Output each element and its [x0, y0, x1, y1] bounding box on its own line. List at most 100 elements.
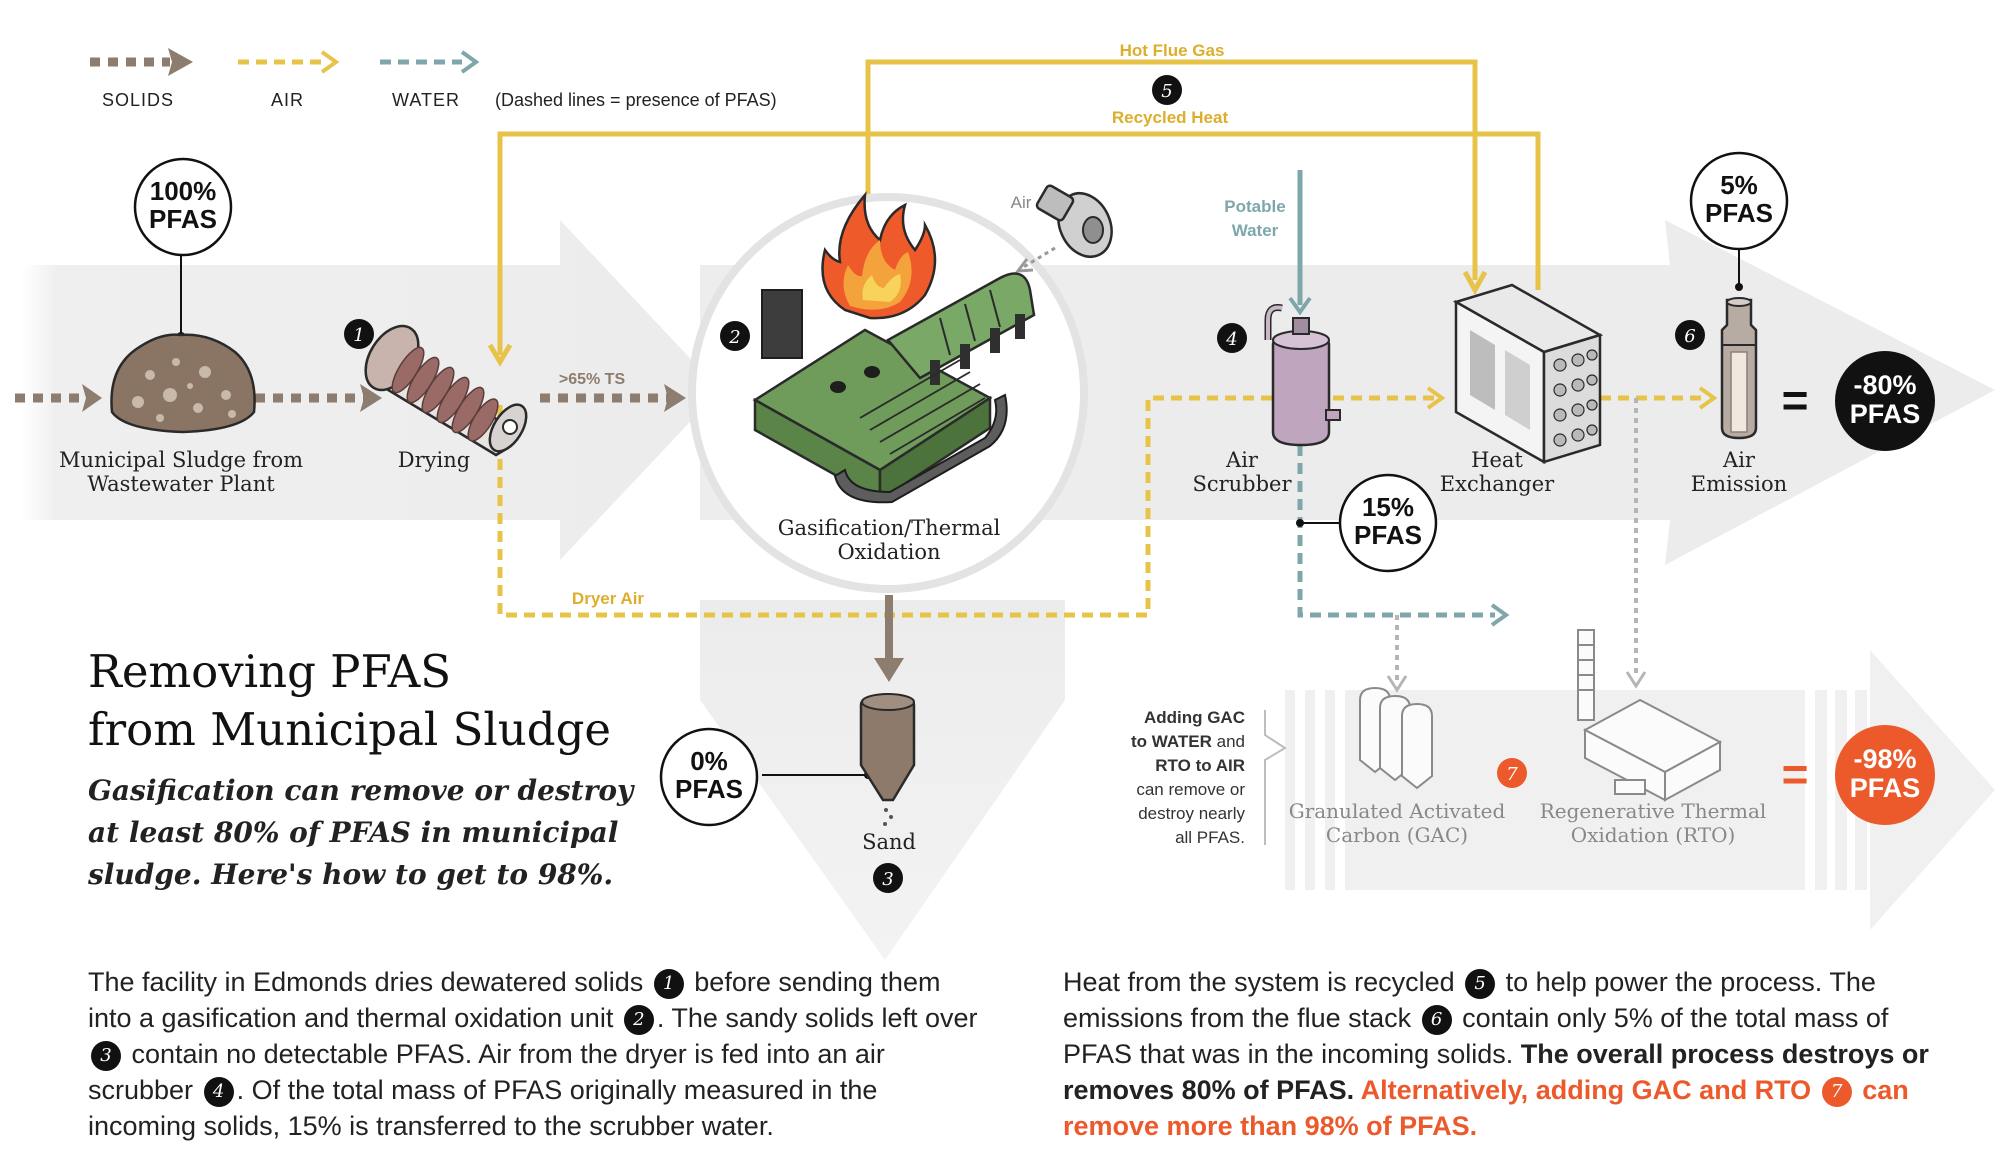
gac-note-bracket — [1264, 710, 1287, 845]
rto-label-2: Oxidation (RTO) — [1571, 823, 1736, 847]
step-4-marker — [1217, 323, 1247, 353]
gac-note-l5: destroy nearly — [1138, 804, 1245, 823]
heat-to-emission-arrow — [1698, 386, 1718, 410]
para-right-step-7: 7 — [1821, 1077, 1852, 1107]
gac-note: Adding GAC to WATER and RTO to AIR can r… — [1131, 708, 1245, 847]
step-2-number: 2 — [728, 327, 740, 348]
rto-feed-arrow — [1625, 671, 1647, 689]
drying-drum-icon — [364, 324, 528, 457]
pfas-result-badge: -80% PFAS — [1835, 351, 1935, 451]
title-line-2: from Municipal Sludge — [88, 703, 611, 756]
rto-label-1: Regenerative Thermal — [1540, 799, 1767, 823]
step-6-marker — [1675, 320, 1705, 350]
step-3-number: 3 — [882, 869, 893, 890]
emission-label-2: Emission — [1691, 472, 1787, 496]
gac-note-l6: all PFAS. — [1175, 828, 1245, 847]
air-blower-icon — [1014, 184, 1113, 273]
sand-silo-icon — [762, 693, 916, 826]
step-4-number: 4 — [1225, 329, 1237, 350]
emission-label-1: Air — [1722, 448, 1756, 472]
pfas-result-alt-unit: PFAS — [1850, 773, 1921, 803]
para-left-text-3: . The sandy solids left over — [656, 1003, 978, 1033]
hot-flue-gas-label: Hot Flue Gas — [1120, 41, 1225, 60]
gac-note-l3: RTO to AIR — [1155, 756, 1245, 775]
heat-exchanger-label-2: Exchanger — [1440, 472, 1555, 496]
gasification-label-1: Gasification/Thermal — [778, 516, 1001, 540]
emission-stack-icon — [1720, 245, 1758, 440]
potable-water-label-1: Potable — [1224, 197, 1285, 216]
para-left-step-1: 1 — [653, 969, 684, 999]
legend: SOLIDS AIR WATER (Dashed lines = presenc… — [90, 48, 777, 110]
gac-note-and: and — [1212, 732, 1245, 751]
para-left-text-4: contain no detectable PFAS. Air from the… — [88, 1039, 885, 1105]
scrubber-label-1: Air — [1225, 448, 1259, 472]
hot-flue-gas-line — [865, 59, 1488, 296]
subtitle-line-2: at least 80% of PFAS in municipal — [88, 816, 618, 849]
step-7-number: 7 — [1506, 764, 1518, 785]
sand-label: Sand — [862, 830, 916, 854]
dryer-air-arrow — [1426, 386, 1446, 410]
pfas-result-unit: PFAS — [1850, 399, 1921, 429]
step-6-number: 6 — [1684, 326, 1695, 347]
sludge-label-2: Wastewater Plant — [87, 472, 275, 496]
step-5-number: 5 — [1161, 81, 1172, 102]
pfas-badge-sand: 0% PFAS — [659, 727, 759, 827]
air-in-label: Air — [1011, 193, 1032, 212]
subtitle-line-1: Gasification can remove or destroy — [88, 774, 635, 807]
pfas-badge-scrubber: 15% PFAS — [1296, 473, 1438, 573]
main-flow-band — [20, 220, 720, 560]
dryer-air-label: Dryer Air — [572, 589, 645, 608]
pfas-sand-pct: 0% — [690, 746, 728, 776]
pfas-sludge-unit: PFAS — [149, 204, 217, 234]
gac-note-water: to WATER — [1131, 732, 1212, 751]
step-1-number: 1 — [353, 325, 364, 346]
para-right-text-1: Heat from the system is recycled — [1063, 967, 1463, 997]
explanation-right: Heat from the system is recycled 5 to he… — [1063, 964, 1963, 1144]
gac-tanks-icon — [1359, 686, 1433, 790]
gac-label-1: Granulated Activated — [1289, 799, 1506, 823]
para-left-text-5: . Of the total mass of PFAS originally m… — [88, 1075, 878, 1141]
legend-air: AIR — [271, 90, 304, 110]
step-1-marker — [344, 319, 374, 349]
legend-solids: SOLIDS — [102, 90, 174, 110]
title-line-1: Removing PFAS — [88, 645, 451, 698]
rto-unit-icon — [1577, 629, 1723, 802]
para-right-text-3: contain only 5% of the total mass of PFA… — [1063, 1003, 1889, 1069]
legend-water: WATER — [392, 90, 460, 110]
pfas-emission-unit: PFAS — [1705, 198, 1773, 228]
scrubber-water-line — [1297, 445, 1495, 618]
scrubber-label-2: Scrubber — [1192, 472, 1292, 496]
heat-exchanger-label-1: Heat — [1471, 448, 1523, 472]
pfas-scrubber-pct: 15% — [1362, 492, 1414, 522]
sludge-label-1: Municipal Sludge from — [59, 448, 303, 472]
heat-exchanger-icon — [1452, 283, 1604, 465]
pfas-badge-sludge: 100% PFAS — [133, 157, 233, 257]
subtitle-line-3: sludge. Here's how to get to 98%. — [87, 858, 613, 891]
para-right-alternative-1: Alternatively, adding GAC and RTO — [1354, 1075, 1819, 1105]
para-left-step-4: 4 — [203, 1077, 234, 1107]
equals-sign: = — [1782, 374, 1809, 426]
scrubber-water-arrow — [1490, 603, 1510, 627]
explanation-left: The facility in Edmonds dries dewatered … — [88, 964, 988, 1144]
para-right-step-6: 6 — [1421, 1005, 1452, 1035]
pfas-emission-pct: 5% — [1720, 170, 1758, 200]
legend-note: (Dashed lines = presence of PFAS) — [495, 90, 777, 110]
pfas-sludge-pct: 100% — [150, 176, 217, 206]
step-7-marker — [1497, 758, 1527, 788]
recycled-heat-line — [487, 131, 1541, 367]
flame-icon — [821, 191, 937, 320]
sludge-pile-icon — [110, 245, 256, 434]
para-left-step-3: 3 — [91, 1041, 121, 1071]
potable-water-label-2: Water — [1232, 221, 1279, 240]
step-3-marker — [873, 863, 903, 893]
gac-label-2: Carbon (GAC) — [1326, 823, 1468, 847]
pfas-result-pct: -80% — [1853, 370, 1916, 400]
pfas-sand-unit: PFAS — [675, 774, 743, 804]
potable-water-arrow — [1288, 296, 1312, 316]
para-right-alternative-2: can remove more than 98% of PFAS. — [1063, 1075, 1909, 1141]
pfas-result-alt-badge: -98% PFAS — [1835, 725, 1935, 825]
para-left-text-1: The facility in Edmonds dries dewatered … — [88, 967, 651, 997]
equals-sign-alt: = — [1782, 748, 1809, 800]
pfas-scrubber-unit: PFAS — [1354, 520, 1422, 550]
